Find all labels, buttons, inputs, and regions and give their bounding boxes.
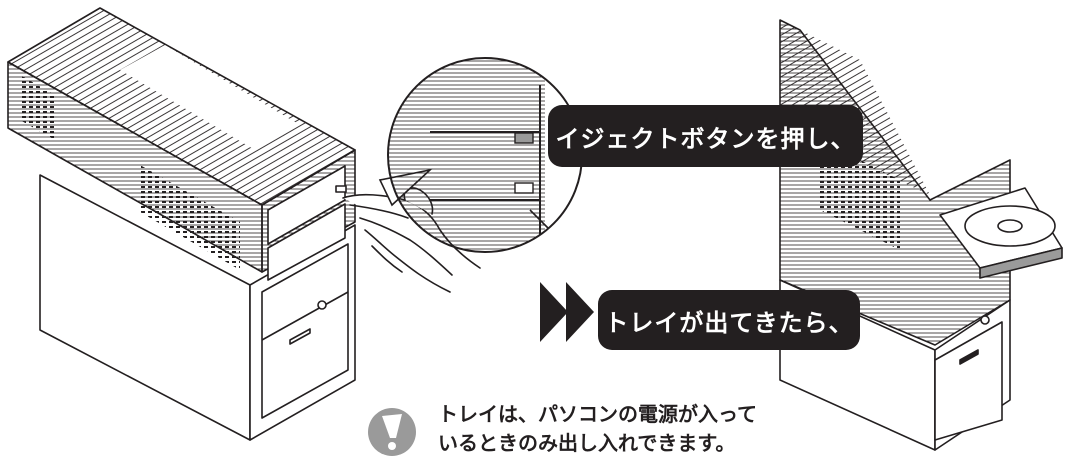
note-line-1: トレイは、パソコンの電源が入って bbox=[438, 402, 757, 426]
callout-eject-instruction: イジェクトボタンを押し、 bbox=[548, 105, 863, 167]
next-step-arrow-icon bbox=[540, 282, 594, 342]
drive-bay-lower bbox=[267, 203, 346, 281]
callout-tray-instruction: トレイが出てきたら、 bbox=[598, 290, 860, 350]
pc-tower-left bbox=[7, 7, 356, 441]
caution-note: トレイは、パソコンの電源が入って いるときのみ出し入れできます。 bbox=[368, 400, 888, 458]
caution-exclamation-icon bbox=[368, 408, 416, 456]
pc-tower-right bbox=[779, 19, 1063, 451]
note-text: トレイは、パソコンの電源が入って いるときのみ出し入れできます。 bbox=[438, 400, 757, 458]
eject-button-detail bbox=[514, 132, 534, 144]
hand-illustration bbox=[342, 187, 481, 293]
drive-bay-upper bbox=[267, 165, 346, 245]
side-vent bbox=[140, 165, 240, 270]
note-line-2: いるときのみ出し入れできます。 bbox=[438, 431, 736, 455]
